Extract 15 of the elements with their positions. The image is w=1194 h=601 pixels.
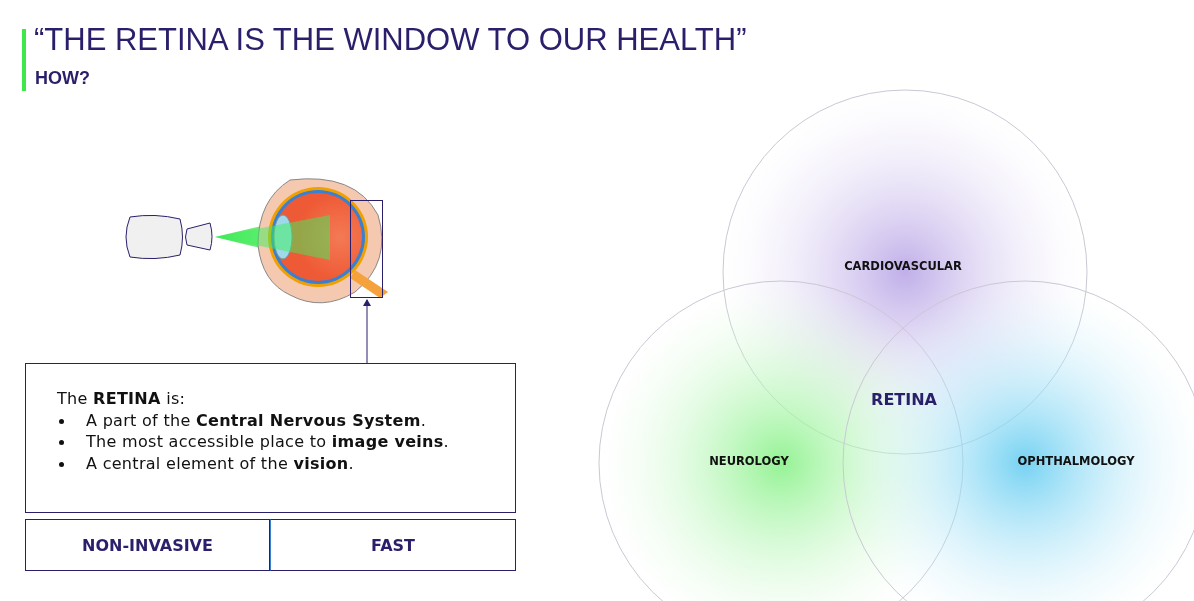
venn-label: NEUROLOGY [709, 454, 789, 468]
center-label: RETINA [871, 389, 937, 409]
slide-title: “THE RETINA IS THE WINDOW TO OUR HEALTH” [34, 22, 747, 58]
text-box [25, 363, 516, 513]
subtitle: HOW? [35, 68, 90, 89]
bullet-item: A part of the Central Nervous System. [57, 409, 515, 431]
venn-label: CARDIOVASCULAR [844, 259, 962, 273]
arrow [363, 299, 371, 364]
highlight-frame [350, 200, 383, 298]
feature-box: NON-INVASIVE [25, 519, 270, 571]
bullet-item: A central element of the vision. [57, 452, 515, 474]
venn-label: OPHTHALMOLOGY [1017, 454, 1135, 468]
feature-box: FAST [270, 519, 516, 571]
bullet-item: The most accessible place to image veins. [57, 431, 515, 453]
intro-text: The RETINA is: [57, 388, 187, 410]
